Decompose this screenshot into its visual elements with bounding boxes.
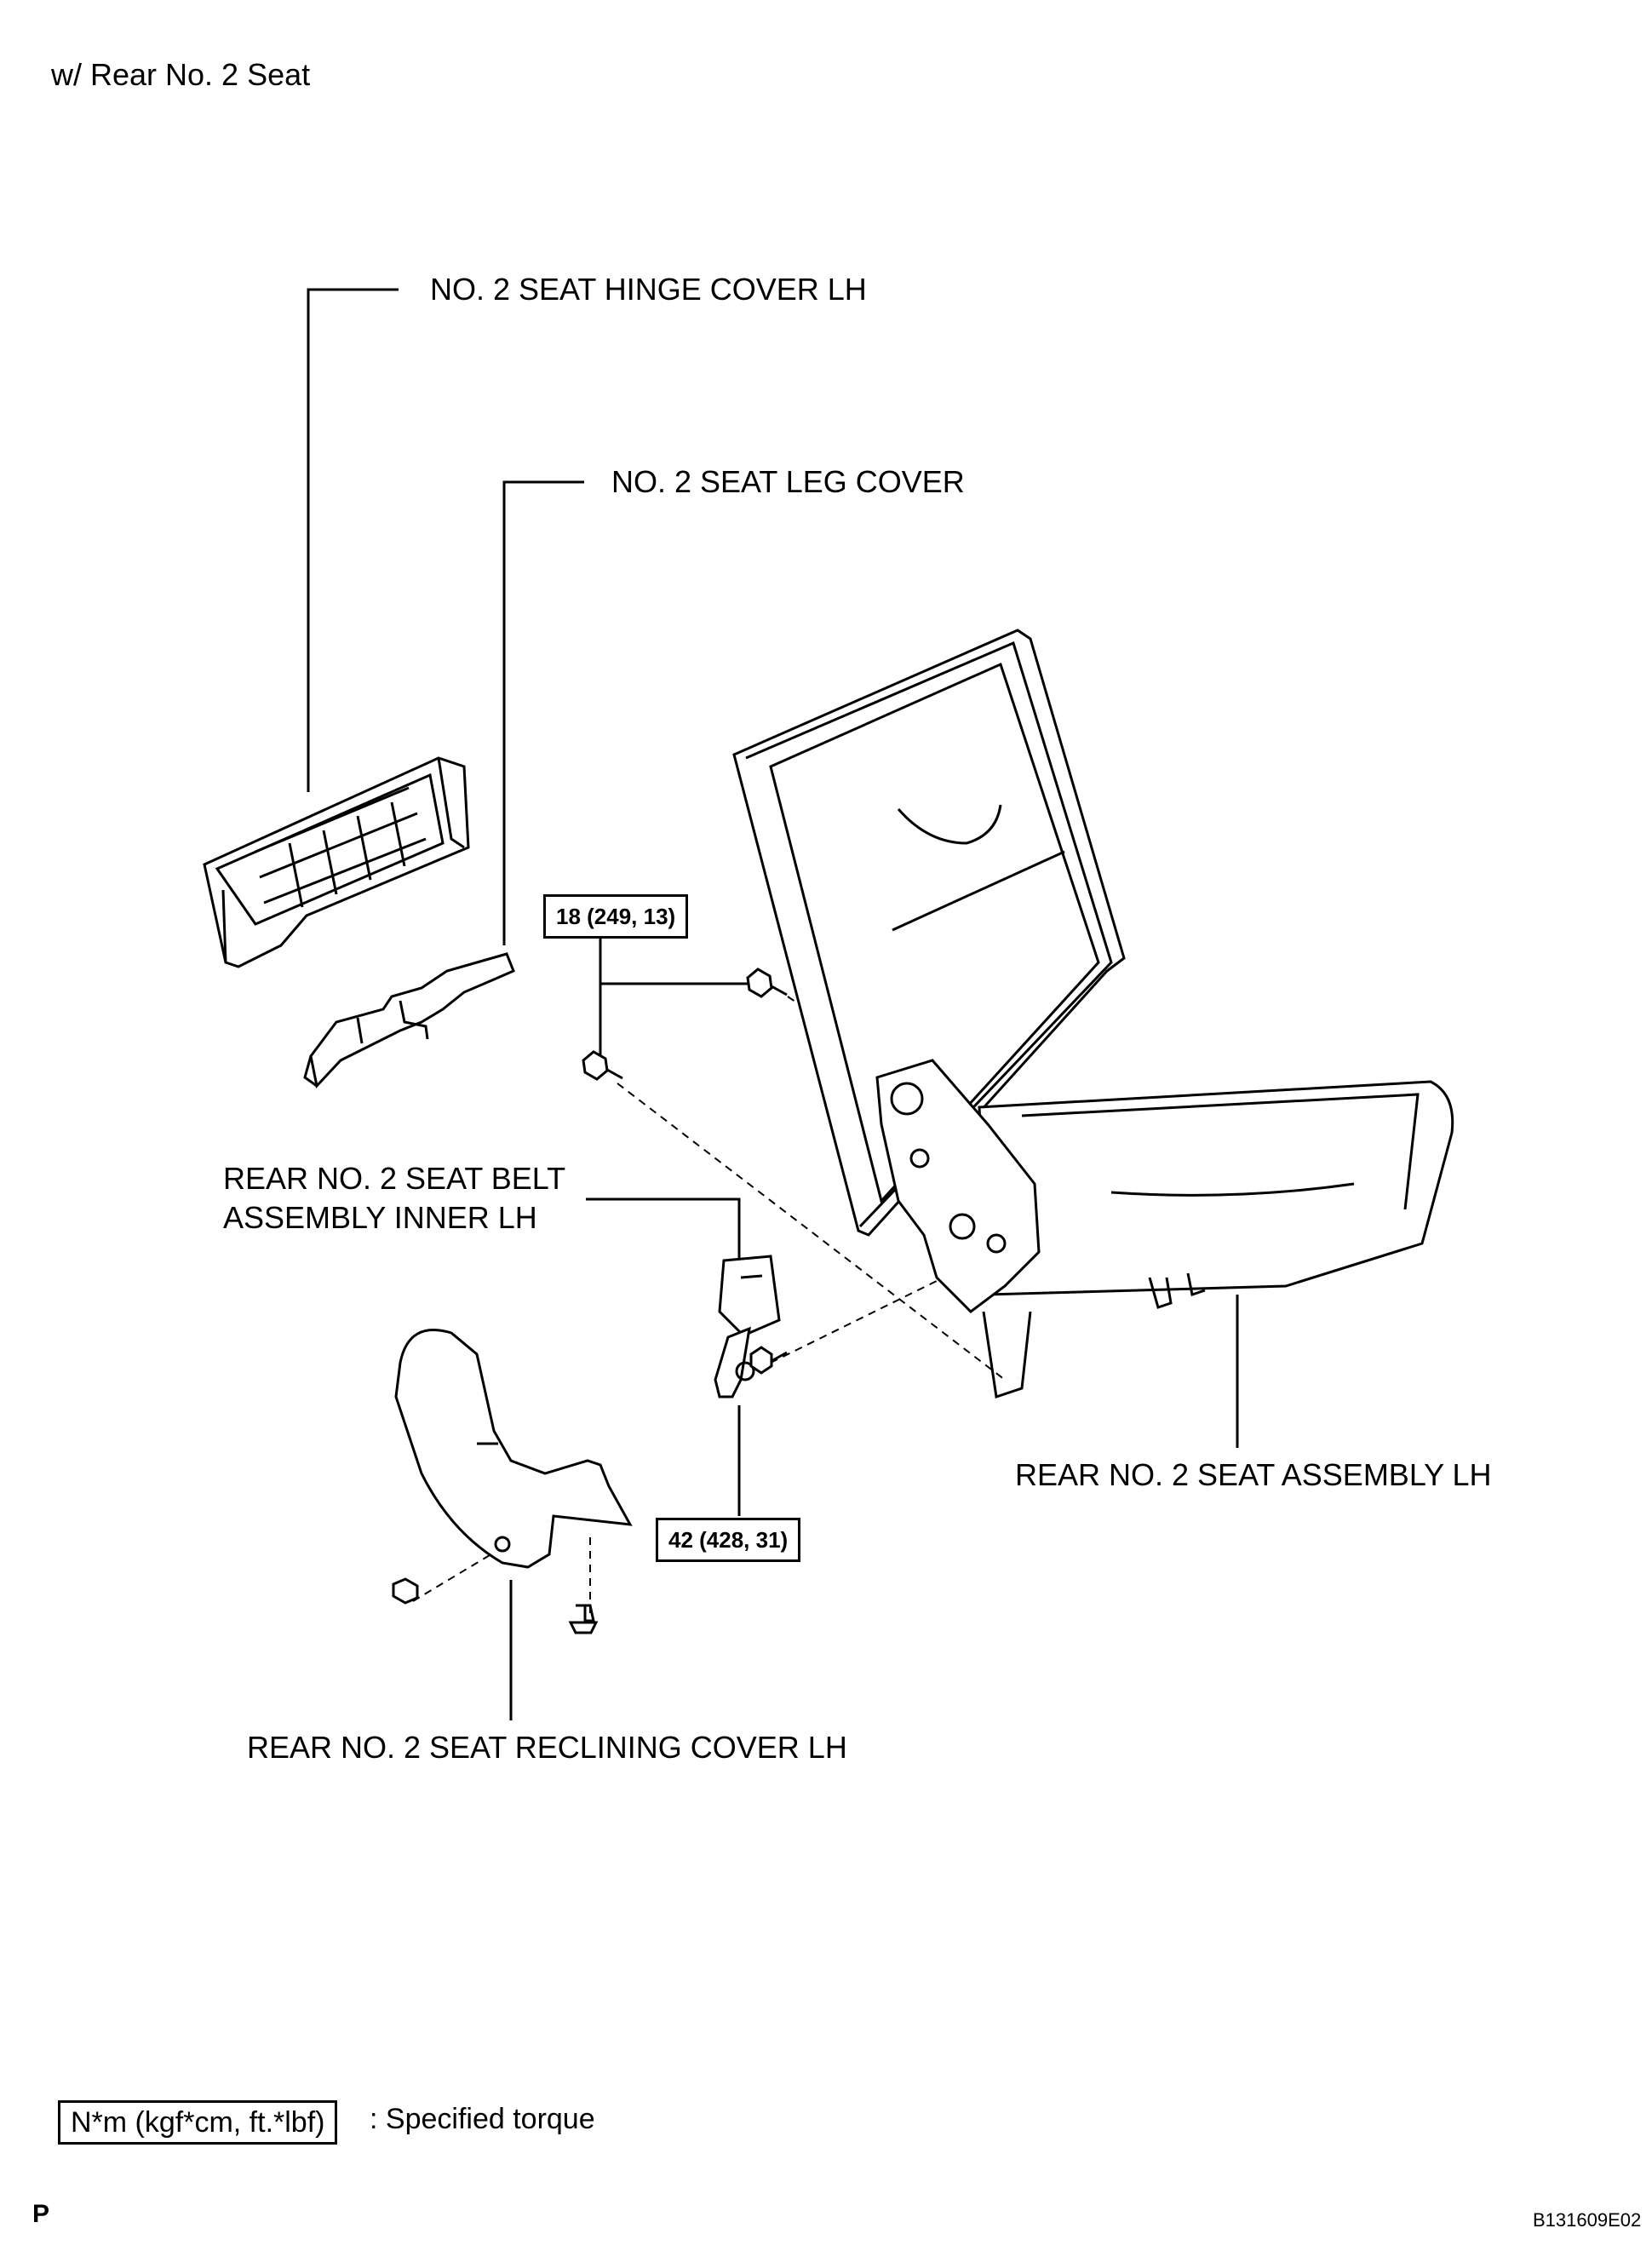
leg-cover-part <box>303 952 515 1089</box>
seat-assembly-label: REAR NO. 2 SEAT ASSEMBLY LH <box>1015 1457 1492 1492</box>
condition-heading: w/ Rear No. 2 Seat <box>51 57 311 92</box>
legend-torque-unit: N*m (kgf*cm, ft.*lbf) <box>58 2100 338 2145</box>
leg-cover-leader <box>502 480 584 945</box>
belt-label-line1: REAR NO. 2 SEAT BELT <box>223 1161 566 1196</box>
leader-lines <box>307 288 1239 1720</box>
seat-bolts-leader <box>599 937 756 985</box>
figure-id: B131609E02 <box>1533 2209 1642 2231</box>
page-marker: P <box>32 2200 50 2228</box>
torque-box-belt-bolt: 42 (428, 31) <box>656 1518 801 1562</box>
reclining-cover-part <box>394 1329 633 1569</box>
bolts <box>392 968 788 1634</box>
leg-cover-label: NO. 2 SEAT LEG COVER <box>611 464 965 499</box>
hinge-cover-label: NO. 2 SEAT HINGE COVER LH <box>430 272 867 307</box>
belt-leader <box>586 1197 741 1267</box>
hinge-cover-leader <box>307 288 399 792</box>
seat-belt-part <box>714 1255 781 1398</box>
torque-box-seat-bolts: 18 (249, 13) <box>543 894 689 939</box>
legend-description: : Specified torque <box>370 2103 595 2135</box>
seat-assembly-part <box>732 629 1454 1398</box>
hinge-cover-part <box>203 756 470 968</box>
belt-label-line2: ASSEMBLY INNER LH <box>223 1200 537 1235</box>
reclining-cover-label: REAR NO. 2 SEAT RECLINING COVER LH <box>247 1730 847 1765</box>
